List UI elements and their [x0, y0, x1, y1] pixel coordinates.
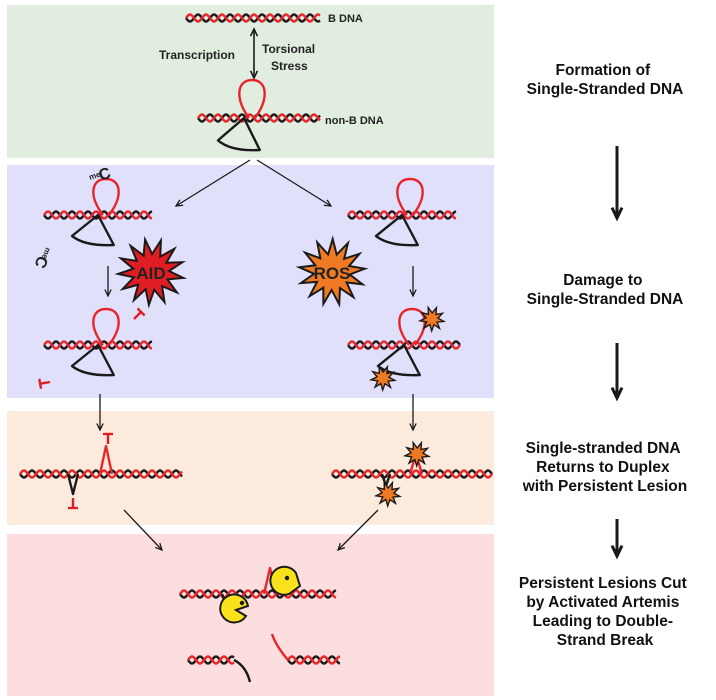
transcription-torsion-arrow-down — [249, 53, 259, 80]
torsional-label: Torsional — [262, 42, 315, 56]
ros-duplex-helix — [331, 469, 493, 479]
ros-to-cut-arrow — [336, 509, 379, 552]
aid-duplex-lesion-top — [103, 432, 113, 444]
aid-duplex-black-bulge — [66, 473, 80, 496]
non-b-dna-black-loop — [216, 116, 261, 152]
step-arrow-3 — [610, 519, 624, 560]
non-b-dna-helix — [197, 113, 321, 123]
ros-label: ROS — [314, 264, 351, 283]
transcription-torsion-arrow-up — [249, 27, 259, 54]
step-arrow-1 — [610, 146, 624, 222]
ros-down-arrow — [409, 266, 417, 298]
cut-target-helix — [179, 589, 337, 599]
methyl-c-top: me C — [88, 165, 114, 185]
aid-lesion-bottom — [38, 378, 51, 389]
aid-top-dna-black-loop — [70, 213, 115, 247]
step-damage: Damage to Single-Stranded DNA — [527, 272, 684, 308]
ros-lesion-top — [417, 305, 447, 334]
aid-to-cut-arrow — [123, 509, 164, 552]
ros-lesion-bottom — [368, 364, 398, 393]
stress-label: Stress — [271, 59, 308, 73]
ros-top-dna-red-loop — [396, 177, 424, 216]
ros-damaged-dna-black-loop — [376, 343, 421, 377]
aid-enzyme-burst — [114, 235, 188, 309]
ros-duplex-lesion-bottom — [373, 480, 403, 509]
ros-duplex-lesion-top — [402, 440, 432, 469]
aid-damaged-dna-red-loop — [92, 307, 120, 346]
aid-to-duplex-arrow — [96, 394, 104, 432]
svg-text:C: C — [97, 165, 114, 185]
branch-arrow-right — [256, 159, 333, 207]
artemis-pacman-right — [269, 565, 302, 596]
panel-double-strand-break — [7, 534, 494, 696]
aid-label: AID — [136, 264, 165, 283]
step-return-duplex: Single-stranded DNA Returns to Duplex wi… — [522, 440, 688, 495]
aid-down-arrow — [104, 266, 112, 298]
b-dna-helix — [185, 13, 321, 23]
transcription-label: Transcription — [159, 48, 235, 62]
broken-fragment-right-tail — [270, 633, 289, 661]
aid-duplex-lesion-bottom — [68, 498, 78, 510]
ros-top-dna-black-loop — [374, 213, 419, 247]
aid-damaged-dna-black-loop — [70, 343, 115, 377]
broken-fragment-left-tail — [233, 658, 252, 683]
artemis-pacman-left — [219, 593, 250, 624]
aid-duplex-red-bulge — [98, 444, 114, 475]
aid-top-dna-red-loop — [92, 177, 120, 216]
step-formation: Formation of Single-Stranded DNA — [527, 62, 684, 98]
ros-enzyme-burst — [295, 235, 369, 308]
aid-lesion-top — [133, 307, 146, 320]
svg-text:me: me — [40, 246, 53, 261]
broken-fragment-right-helix — [287, 655, 341, 665]
b-dna-label: B DNA — [328, 13, 363, 25]
broken-fragment-left-helix — [187, 655, 235, 665]
non-b-dna-label: non-B DNA — [325, 115, 384, 127]
branch-arrow-left — [174, 159, 251, 207]
svg-text:me: me — [88, 170, 102, 182]
non-b-dna-red-loop — [238, 78, 266, 119]
ros-to-duplex-arrow — [409, 394, 417, 432]
panel-formation — [7, 5, 494, 158]
step-arrow-2 — [610, 343, 624, 402]
step-double-strand-break: Persistent Lesions Cut by Activated Arte… — [519, 575, 691, 649]
